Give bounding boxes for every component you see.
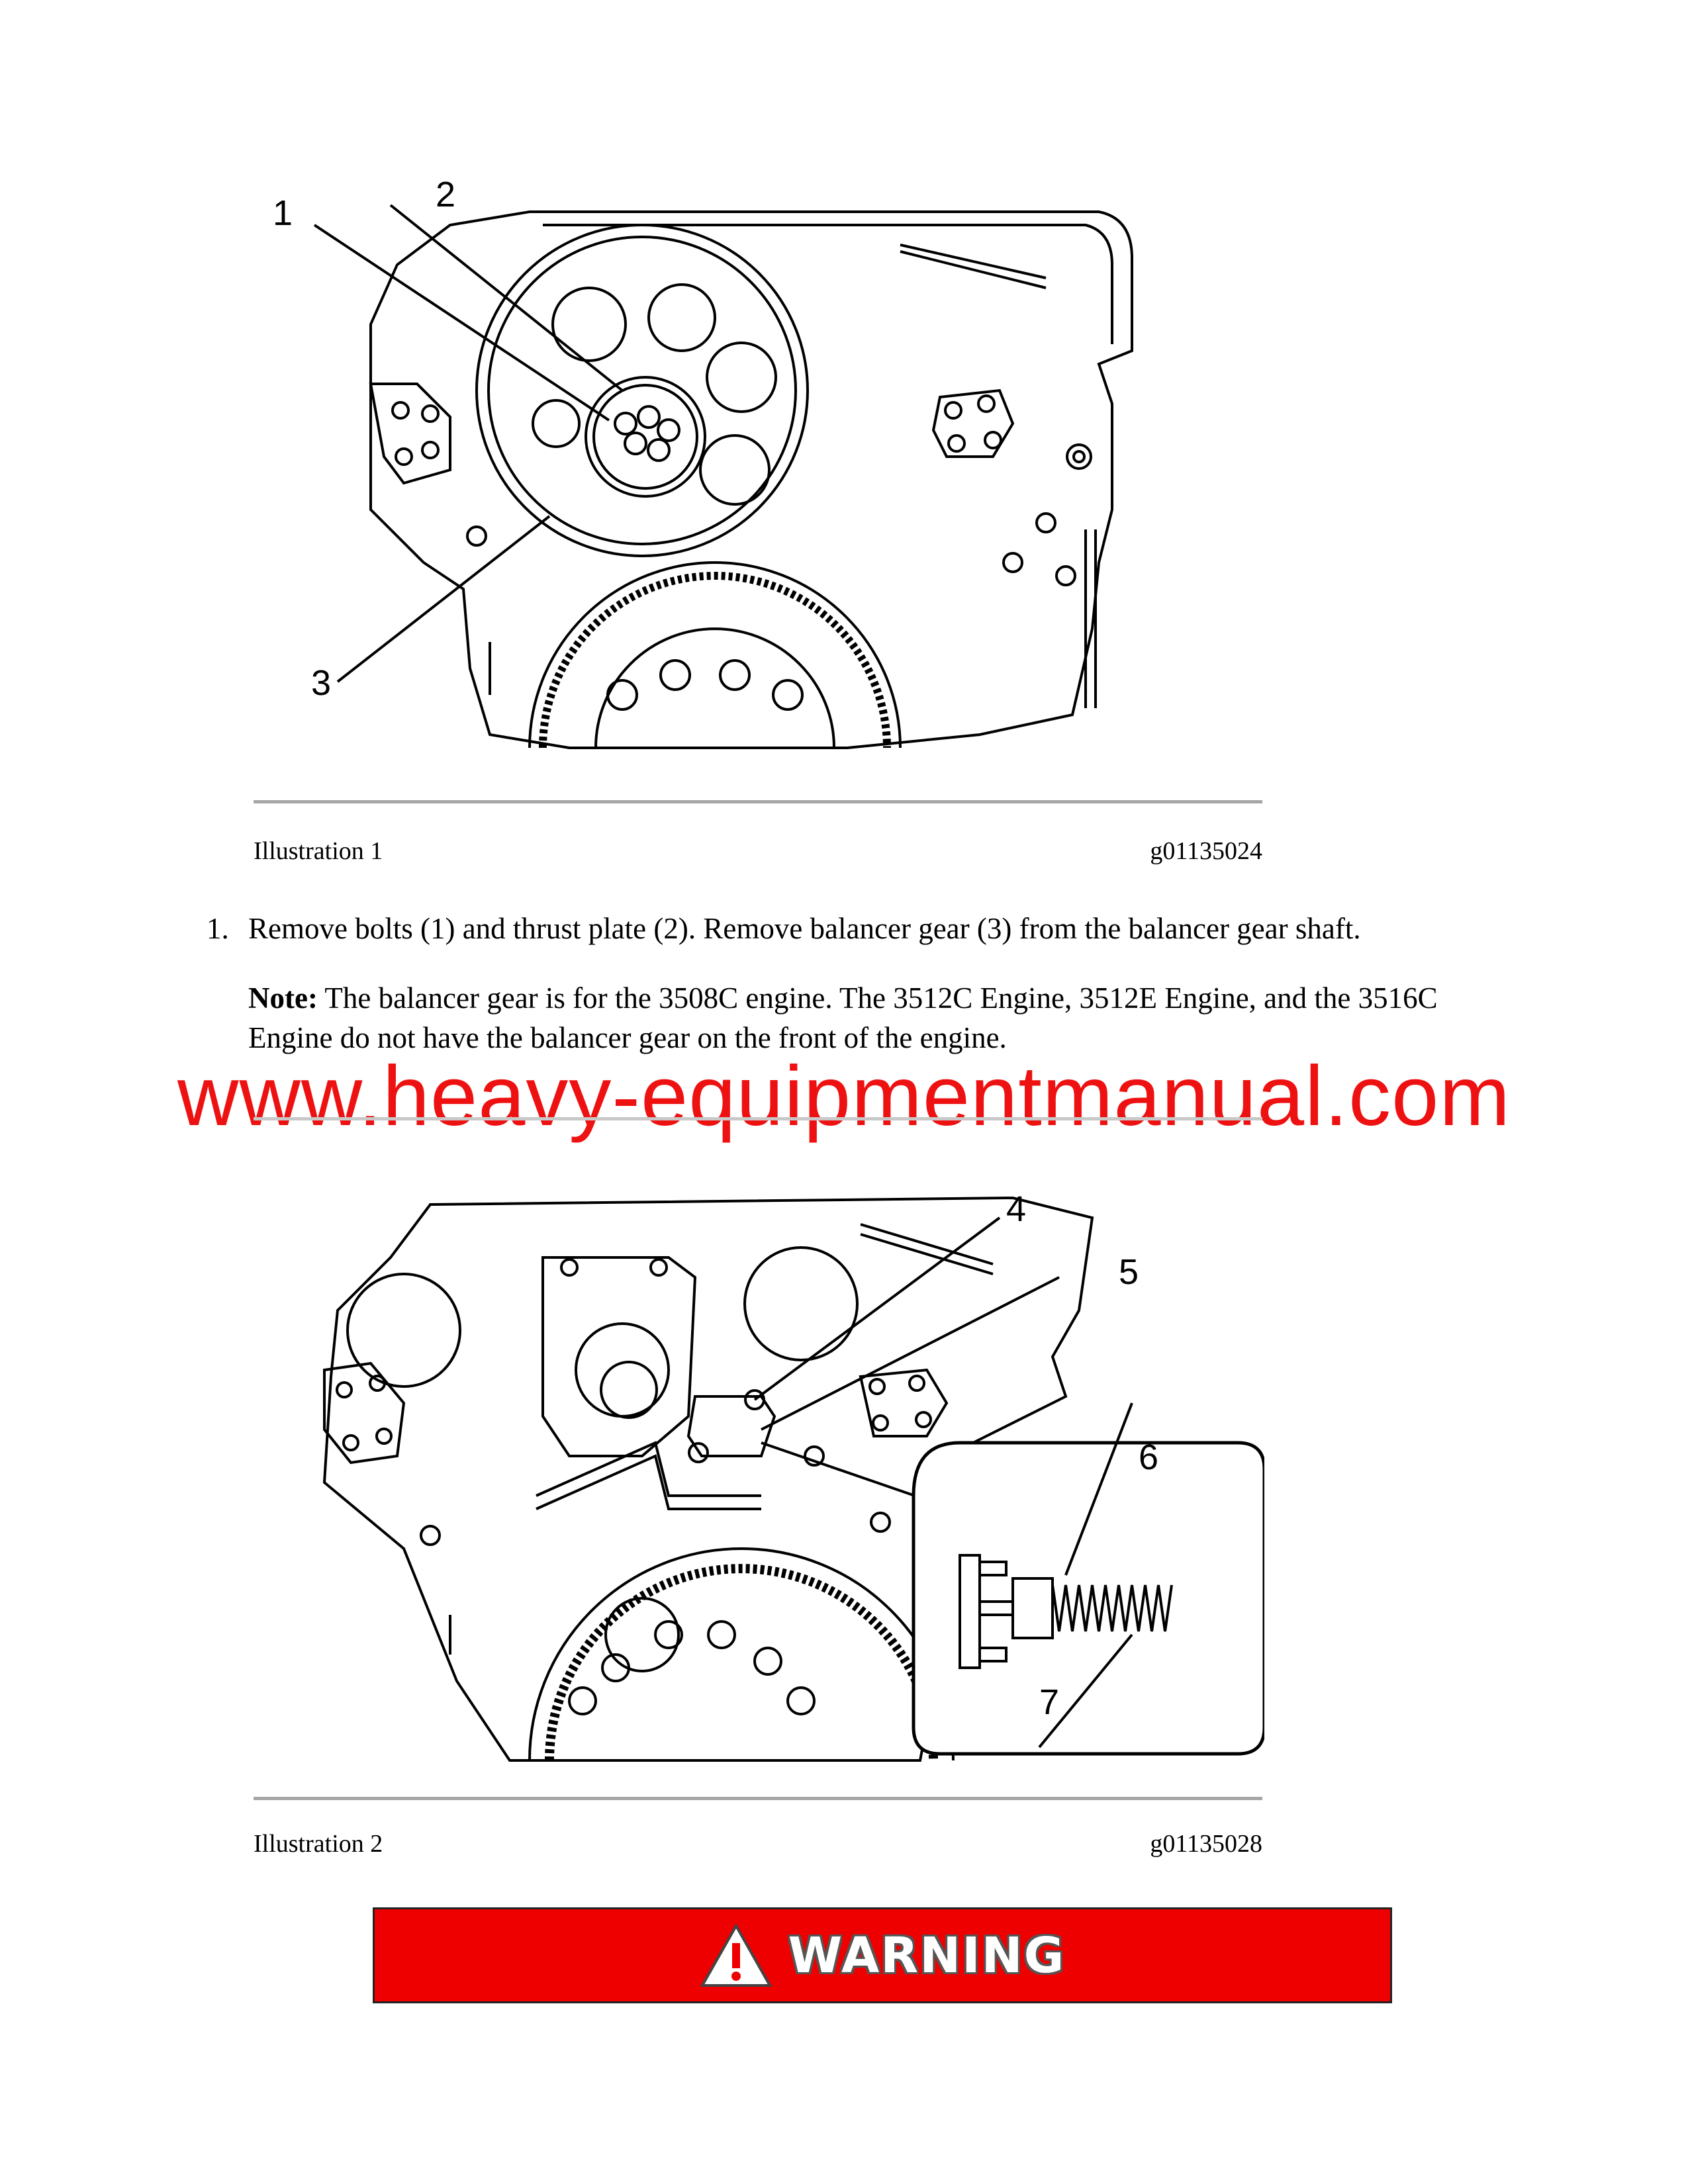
illustration-2-caption-label: Illustration 2 [254, 1830, 383, 1858]
illustration-1-caption-label: Illustration 1 [254, 837, 383, 865]
illustration-1-rule [254, 800, 1262, 803]
illustration-2-rule [254, 1797, 1262, 1800]
callout-7: 7 [1039, 1682, 1059, 1722]
step-1-note: Note: The balancer gear is for the 3508C… [248, 978, 1506, 1058]
note-label: Note: [248, 981, 318, 1015]
callout-4: 4 [1006, 1189, 1026, 1229]
warning-triangle-icon [700, 1923, 773, 1987]
callout-1: 1 [273, 193, 293, 233]
warning-label: WARNING [788, 1927, 1066, 1984]
step-1-text: Remove bolts (1) and thrust plate (2). R… [248, 912, 1361, 945]
illustration-1-caption-id: g01135024 [1150, 837, 1262, 865]
callout-3: 3 [311, 663, 331, 703]
callout-6: 6 [1139, 1437, 1158, 1477]
note-text: The balancer gear is for the 3508C engin… [248, 981, 1438, 1054]
warning-banner: WARNING [373, 1907, 1392, 2003]
step-1-number: 1. [207, 912, 229, 945]
illustration-2-top-rule [254, 1117, 1262, 1120]
illustration-2-drawing: 4 5 6 7 [322, 1189, 1264, 1762]
illustration-1-drawing: 1 2 3 [273, 175, 1133, 749]
watermark-url: www.heavy-equipmentmanual.com [177, 1049, 1511, 1144]
callout-5: 5 [1119, 1252, 1139, 1292]
callout-2: 2 [436, 175, 455, 214]
illustration-2-caption-id: g01135028 [1150, 1830, 1262, 1858]
